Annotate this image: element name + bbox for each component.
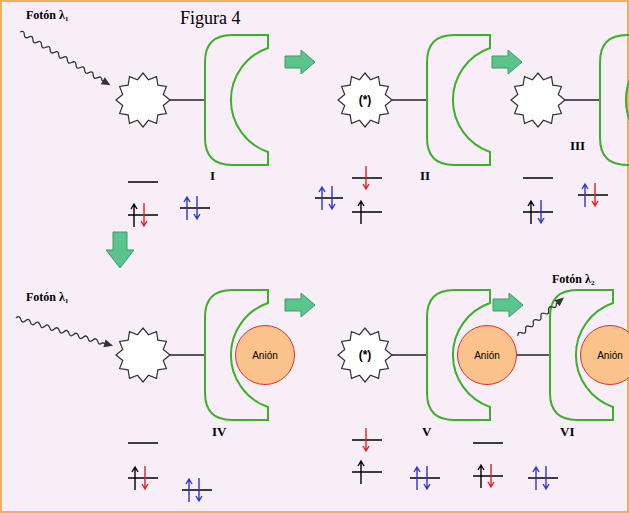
energy-level xyxy=(128,442,158,444)
electron-down xyxy=(196,478,202,501)
energy-level xyxy=(180,207,210,209)
photon-label: Fotón λ₂ xyxy=(552,272,595,287)
energy-level xyxy=(352,471,382,473)
energy-level xyxy=(578,194,608,196)
electron-down xyxy=(194,196,200,219)
energy-level xyxy=(528,477,558,479)
electron-up xyxy=(478,465,484,488)
step-number: V xyxy=(422,424,431,440)
spacer-link xyxy=(170,99,205,101)
anion-circle: Anión xyxy=(457,325,517,385)
excited-state-mark: (*) xyxy=(359,348,372,362)
photon-wave xyxy=(18,29,113,89)
energy-level xyxy=(523,177,553,179)
step-number: III xyxy=(570,138,585,154)
energy-level xyxy=(128,477,158,479)
electron-up xyxy=(132,467,138,490)
fluorophore-outline xyxy=(338,73,392,127)
electron-down xyxy=(363,166,369,189)
receptor xyxy=(427,35,490,165)
electron-up xyxy=(582,184,588,207)
fluorophore xyxy=(116,328,170,382)
energy-level xyxy=(128,181,158,183)
electron-up xyxy=(184,197,190,220)
energy-level xyxy=(473,442,503,444)
anion-circle: Anión xyxy=(580,325,629,385)
energy-level xyxy=(128,214,158,216)
step-number: I xyxy=(210,168,215,184)
excited-fluorophore: (*) xyxy=(335,325,395,385)
fluorophore xyxy=(511,73,565,127)
excited-state-mark: (*) xyxy=(359,93,372,107)
electron-down xyxy=(363,428,369,451)
electron-down xyxy=(538,200,544,223)
spacer-link xyxy=(392,354,427,356)
anion-circle: Anión xyxy=(235,325,295,385)
electron-down xyxy=(329,186,335,209)
step-number: VI xyxy=(560,424,574,440)
energy-level xyxy=(352,177,382,179)
electron-down xyxy=(592,183,598,206)
energy-level xyxy=(410,477,440,479)
electron-up xyxy=(414,467,420,490)
step-arrows xyxy=(106,50,523,317)
anion-label: Anión xyxy=(597,350,623,361)
energy-level xyxy=(473,475,503,477)
spacer-link xyxy=(170,354,205,356)
energy-level xyxy=(315,197,343,199)
photon-label: Fotón λ₁ xyxy=(26,290,69,305)
photon-label: Fotón λ₁ xyxy=(26,8,69,23)
fluorophore-outline xyxy=(338,328,392,382)
spacer-links xyxy=(170,100,600,355)
spacer-link xyxy=(515,354,550,356)
electron-up xyxy=(358,201,364,224)
electron-up xyxy=(186,479,192,502)
spacer-link xyxy=(565,99,600,101)
electron-up xyxy=(528,201,534,224)
step-arrow xyxy=(492,50,522,74)
anion-label: Anión xyxy=(474,350,500,361)
step-arrow xyxy=(493,293,523,317)
step-arrow xyxy=(285,293,315,317)
energy-level xyxy=(182,489,212,491)
figure-title: Figura 4 xyxy=(180,8,241,29)
electron-up xyxy=(131,204,137,227)
spacer-link xyxy=(392,99,427,101)
energy-level xyxy=(352,439,382,441)
electron-down xyxy=(141,203,147,226)
electron-up xyxy=(533,467,539,490)
electron-up xyxy=(358,461,364,484)
step-arrow xyxy=(106,232,134,268)
anion-label: Anión xyxy=(252,350,278,361)
receptor xyxy=(205,35,268,165)
photon-wave xyxy=(515,294,566,339)
excited-fluorophore: (*) xyxy=(335,70,395,130)
electron-down xyxy=(142,466,148,489)
step-number: IV xyxy=(212,424,226,440)
energy-levels xyxy=(128,178,608,490)
electron-down xyxy=(488,464,494,487)
energy-level xyxy=(352,211,382,213)
photon-wave xyxy=(15,314,114,350)
electron-up xyxy=(319,187,325,210)
electron-down xyxy=(424,466,430,489)
energy-level xyxy=(523,211,553,213)
electron-down xyxy=(543,466,549,489)
step-number: II xyxy=(420,168,430,184)
electron-spins xyxy=(131,166,598,502)
fluorophore xyxy=(116,73,170,127)
step-arrow xyxy=(285,50,315,74)
receptor xyxy=(600,35,629,165)
